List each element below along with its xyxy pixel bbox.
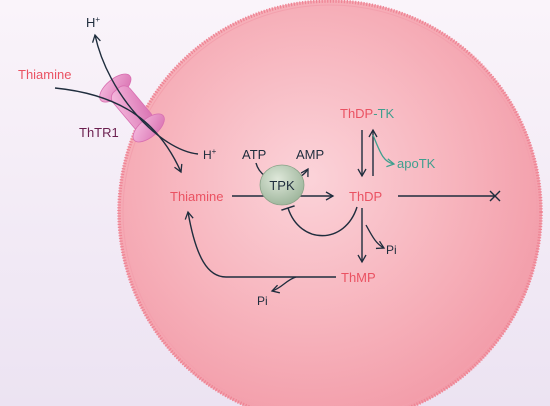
h-plus-inside-label: H+: [203, 147, 217, 162]
apotk-release-arrow: [372, 134, 396, 168]
thiamine-inside-label: Thiamine: [170, 189, 223, 204]
thmp-to-thiamine-arrow: [184, 210, 336, 278]
thdp-inhibits-tpk: [281, 205, 358, 237]
proton-cotransport-arrow: [91, 33, 199, 155]
cell-body: [118, 0, 542, 406]
amp-label: AMP: [296, 147, 324, 162]
tpk-label: TPK: [269, 178, 295, 193]
cell-membrane: [117, 0, 543, 406]
h-plus-outside-label: H+: [86, 15, 100, 30]
thdp-tk-label: ThDP-TK: [340, 106, 395, 121]
thmp-label: ThMP: [341, 270, 376, 285]
apotk-label: apoTK: [397, 156, 436, 171]
thiamine-outside-label: Thiamine: [18, 67, 71, 82]
tpk-enzyme: [259, 164, 305, 206]
pi-label-right: Pi: [386, 243, 397, 257]
cell-membrane-inner: [122, 4, 538, 406]
cross-icon: [489, 190, 501, 202]
thtr1-label: ThTR1: [79, 125, 119, 140]
atp-label: ATP: [242, 147, 266, 162]
pi-release-arrow-right: [365, 224, 386, 250]
pi-label-bottom: Pi: [257, 294, 268, 308]
thdp-label: ThDP: [349, 189, 382, 204]
pi-release-arrow-bottom: [270, 276, 297, 294]
